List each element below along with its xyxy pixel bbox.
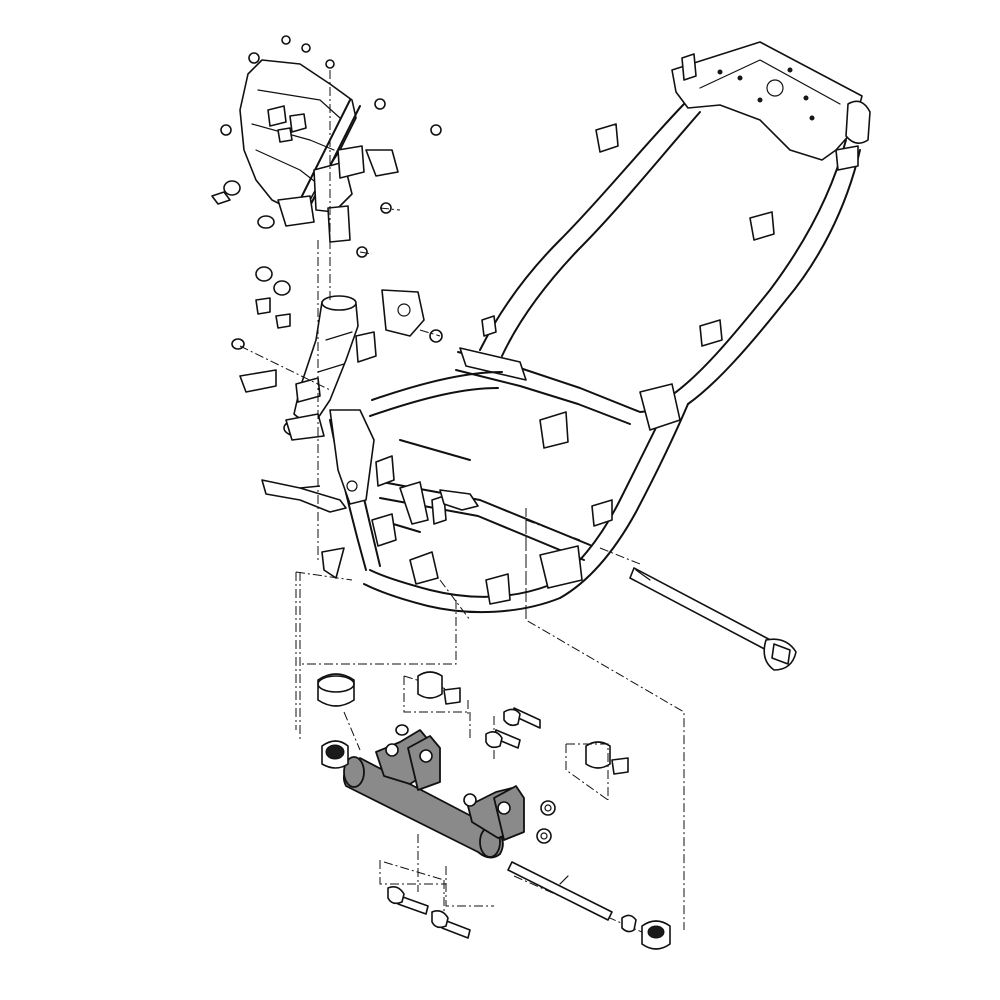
- long-bolt: [629, 567, 797, 671]
- head-pipe: [283, 295, 377, 505]
- engine-hanger-link: [342, 729, 525, 859]
- fasteners-top: [211, 35, 443, 489]
- main-frame: [329, 41, 871, 614]
- lower-hardware: [317, 671, 671, 950]
- callout-brackets: [295, 508, 609, 907]
- front-bracket-assembly: [239, 59, 425, 337]
- footrest-bracket: [261, 479, 347, 579]
